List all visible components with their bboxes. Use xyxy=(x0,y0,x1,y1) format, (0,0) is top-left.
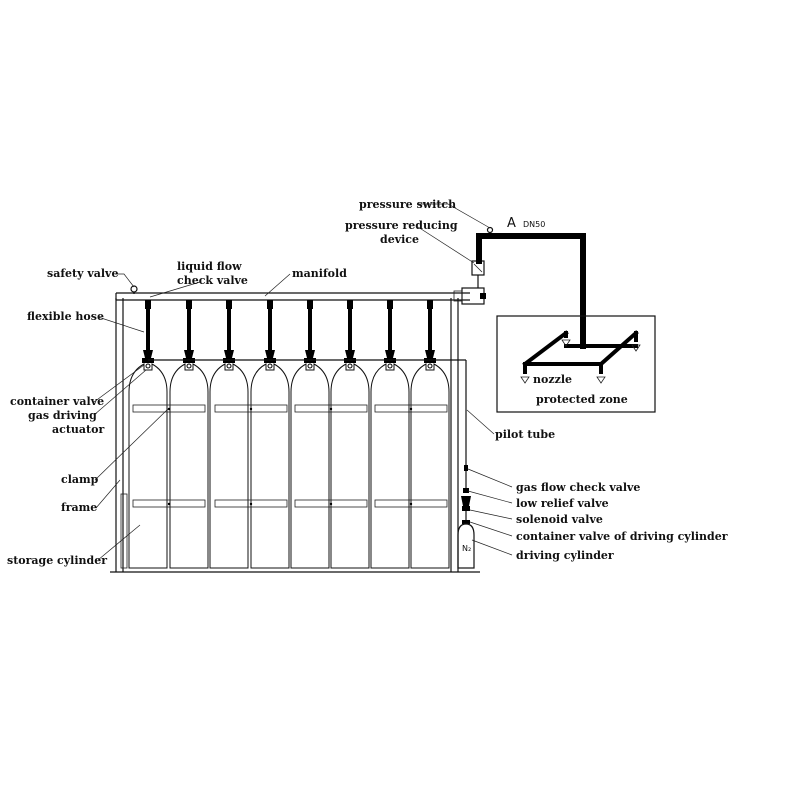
liquid-flow-check-valve-icon xyxy=(427,300,433,309)
container-valve-icon xyxy=(184,350,194,358)
label-gas-flow-check-valve: gas flow check valve xyxy=(516,481,640,494)
nozzle-icon xyxy=(520,339,641,384)
valve-outlet-icon xyxy=(427,363,433,369)
storage-cylinder xyxy=(169,363,209,569)
protected-zone xyxy=(496,315,656,413)
storage-cylinder xyxy=(290,363,330,569)
discharge-pipe xyxy=(476,233,586,349)
label-gas-driving-actuator-line2: actuator xyxy=(52,423,104,436)
label-pressure-reducing-device-line2: device xyxy=(380,233,419,246)
label-safety-valve: safety valve xyxy=(47,267,118,280)
storage-cylinder xyxy=(410,363,450,569)
storage-cylinder xyxy=(330,363,370,569)
valve-outlet-icon xyxy=(347,363,353,369)
leader-lines xyxy=(93,203,513,561)
label-liquid-flow-check-valve-line1: liquid flow xyxy=(177,260,242,273)
container-valve-icon xyxy=(345,350,355,358)
label-section-a: A xyxy=(507,216,516,231)
label-frame: frame xyxy=(61,501,97,514)
label-driving-cylinder: driving cylinder xyxy=(516,549,614,562)
container-valve-icon xyxy=(143,350,153,358)
driving-cylinder-assembly: N₂ xyxy=(457,465,475,569)
valve-outlet-icon xyxy=(267,363,273,369)
liquid-flow-check-valve-icon xyxy=(226,300,232,309)
container-valve-icon xyxy=(224,350,234,358)
container-valve-icon xyxy=(425,350,435,358)
label-flexible-hose: flexible hose xyxy=(27,310,104,323)
pressure-reducing-device-symbol xyxy=(471,260,485,288)
label-container-valve-of-driving-cylinder: container valve of driving cylinder xyxy=(516,530,728,543)
clamps xyxy=(132,404,448,508)
driving-cylinder-body xyxy=(457,523,475,569)
label-pilot-tube: pilot tube xyxy=(495,428,555,441)
driving-cylinder-gas-label: N₂ xyxy=(462,544,471,553)
label-liquid-flow-check-valve-line2: check valve xyxy=(177,274,248,287)
liquid-flow-check-valve-icon xyxy=(347,300,353,309)
label-pipe-size: DN50 xyxy=(523,220,545,229)
liquid-flow-check-valve-icon xyxy=(145,300,151,309)
container-valve-icon xyxy=(305,350,315,358)
safety-valve-symbol xyxy=(130,285,138,294)
frame xyxy=(110,298,480,573)
label-container-valve: container valve xyxy=(10,395,104,408)
storage-cylinder xyxy=(370,363,410,569)
liquid-flow-check-valve-icon xyxy=(186,300,192,309)
label-storage-cylinder: storage cylinder xyxy=(7,554,107,567)
container-valve-icon xyxy=(265,350,275,358)
liquid-flow-check-valve-icon xyxy=(267,300,273,309)
label-manifold: manifold xyxy=(292,267,347,280)
storage-cylinder xyxy=(209,363,249,569)
label-pressure-reducing-device-line1: pressure reducing xyxy=(345,219,458,232)
liquid-flow-check-valve-icon xyxy=(387,300,393,309)
storage-cylinder xyxy=(250,363,290,569)
label-protected-zone: protected zone xyxy=(536,393,628,406)
label-clamp: clamp xyxy=(61,473,99,486)
storage-cylinder-bank xyxy=(128,300,450,569)
label-pressure-switch: pressure switch xyxy=(359,198,456,211)
pilot-tube xyxy=(148,359,467,465)
label-low-relief-valve: low relief valve xyxy=(516,497,609,510)
storage-cylinder xyxy=(128,363,168,569)
container-valve-icon xyxy=(385,350,395,358)
label-gas-driving-actuator-line1: gas driving xyxy=(28,409,97,422)
valve-outlet-icon xyxy=(307,363,313,369)
liquid-flow-check-valve-icon xyxy=(307,300,313,309)
label-solenoid-valve: solenoid valve xyxy=(516,513,603,526)
valve-outlet-icon xyxy=(226,363,232,369)
label-nozzle: nozzle xyxy=(533,373,572,386)
valve-outlet-icon xyxy=(186,363,192,369)
valve-outlet-icon xyxy=(145,363,151,369)
valve-outlet-icon xyxy=(387,363,393,369)
